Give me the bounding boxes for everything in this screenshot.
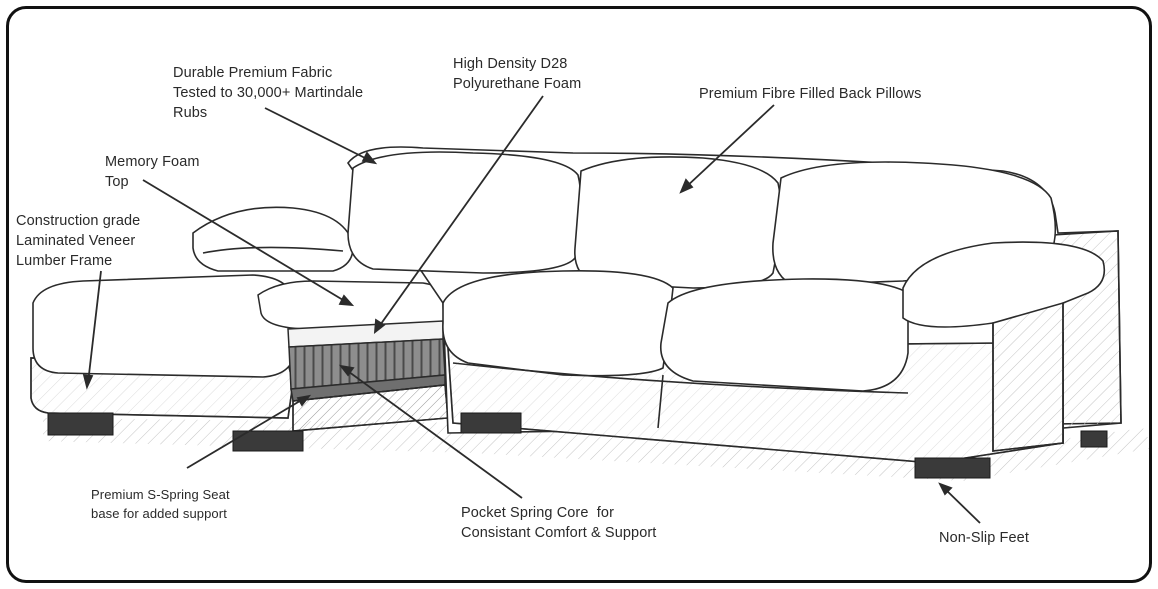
sofa-illustration xyxy=(30,95,1149,524)
main-sofa xyxy=(347,146,1122,464)
frame-label: Construction grade Laminated Veneer Lumb… xyxy=(16,213,141,269)
non-slip-feet-label: Non-Slip Feet xyxy=(939,530,1029,546)
back-pillows-label: Premium Fibre Filled Back Pillows xyxy=(699,86,922,102)
floor-shadow xyxy=(43,418,1149,481)
s-spring-label: Premium S-Spring Seat base for added sup… xyxy=(91,487,230,521)
pocket-spring-label: Pocket Spring Core for Consistant Comfor… xyxy=(461,505,657,541)
d28-foam-label: High Density D28 Polyurethane Foam xyxy=(453,56,582,92)
memory-foam-label: Memory Foam Top xyxy=(105,154,200,190)
fabric-label: Durable Premium Fabric Tested to 30,000+… xyxy=(173,65,364,121)
leader-lines xyxy=(82,95,981,524)
sofa-feet xyxy=(47,412,1108,479)
diagram-frame: Durable Premium Fabric Tested to 30,000+… xyxy=(6,6,1152,583)
